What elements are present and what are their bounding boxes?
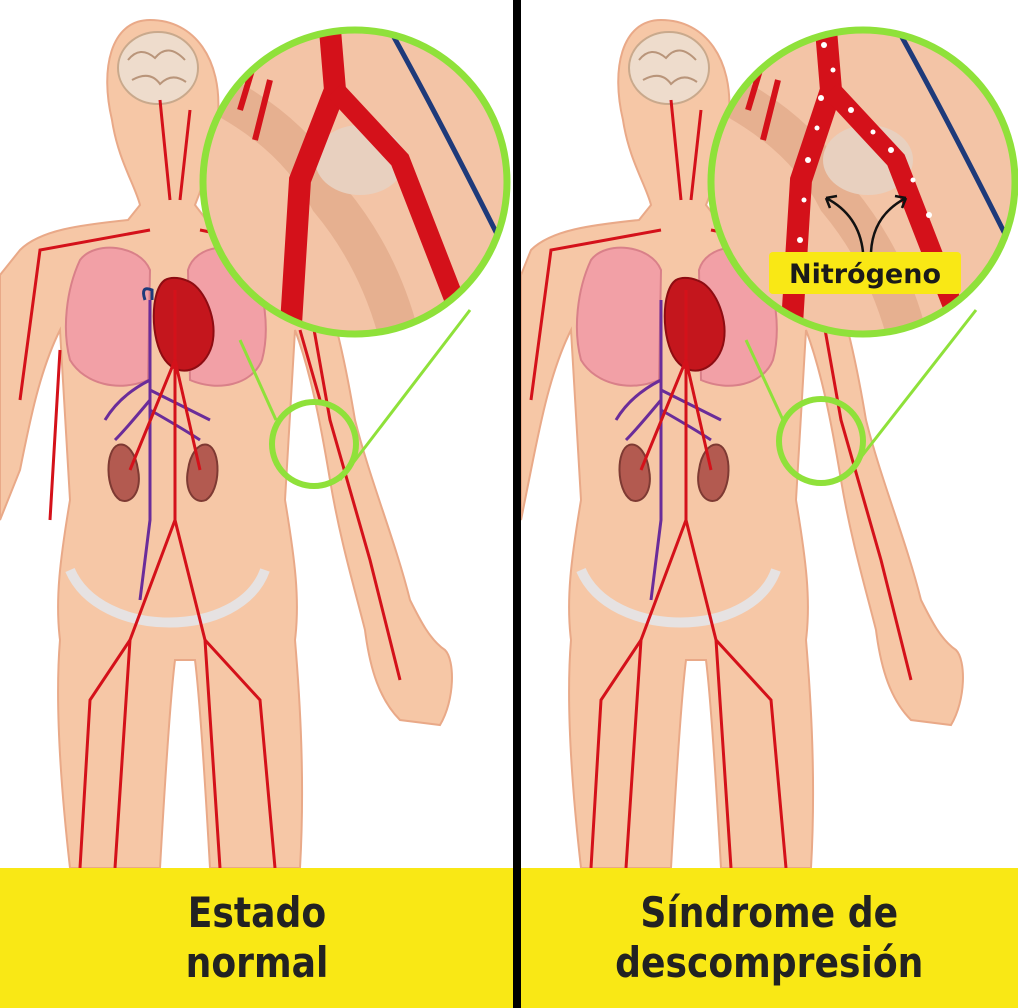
brain	[118, 32, 198, 104]
anatomy-illustration-decompression: Nitrógeno	[521, 0, 1018, 1008]
nitrogen-label-text: Nitrógeno	[789, 259, 941, 290]
caption-normal: Estado normal	[185, 888, 328, 988]
panel-normal-state: Estado normal	[0, 0, 513, 1008]
caption-box-decompression: Síndrome de descompresión	[521, 868, 1018, 1008]
anatomy-illustration-normal	[0, 0, 513, 1008]
panel-divider	[513, 0, 521, 1008]
nitrogen-label: Nitrógeno	[769, 252, 961, 294]
magnified-view	[200, 28, 510, 340]
brain	[629, 32, 709, 104]
caption-decompression: Síndrome de descompresión	[615, 888, 923, 988]
caption-box-normal: Estado normal	[0, 868, 513, 1008]
panel-decompression: Nitrógeno Síndrome de descompresión	[521, 0, 1018, 1008]
